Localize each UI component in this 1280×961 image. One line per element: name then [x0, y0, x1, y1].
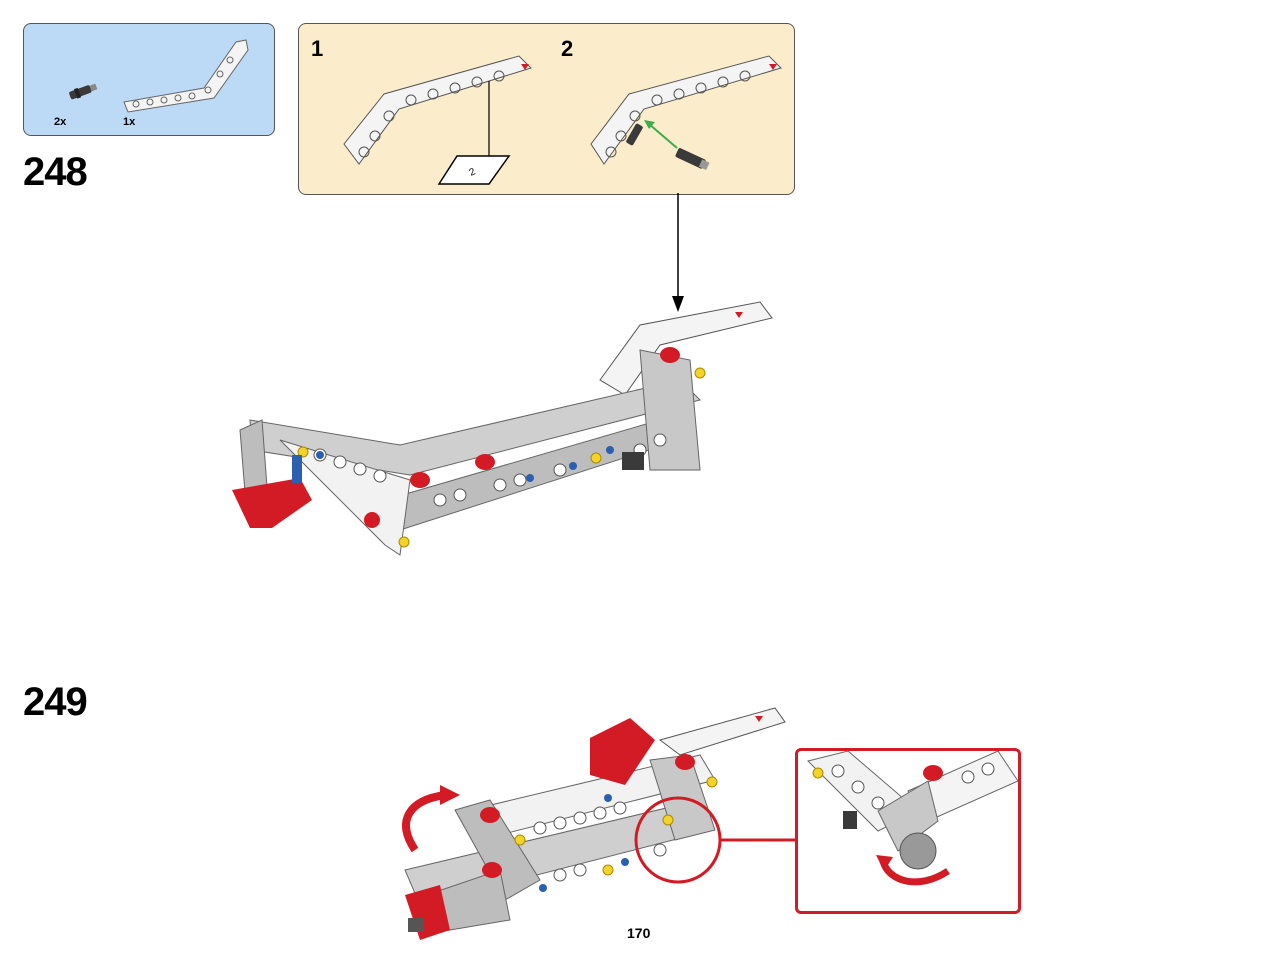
- subassembly-box: 1 2 2: [298, 23, 795, 195]
- bent-beam-icon: [123, 39, 249, 113]
- substep-number-2: 2: [561, 36, 574, 61]
- part-qty-bent-beam: 1x: [123, 116, 136, 128]
- parts-list-box: 2x 1x: [23, 23, 275, 136]
- svg-text:2: 2: [468, 166, 478, 179]
- substep-1-illustration: 2: [343, 55, 532, 185]
- axle-pin-icon: [69, 83, 98, 100]
- detail-callout: [795, 748, 1021, 914]
- step-number-249: 249: [23, 680, 88, 724]
- detail-callout-illustration: [807, 750, 1019, 886]
- part-qty-axle-pin: 2x: [54, 116, 67, 128]
- page-number: 170: [627, 925, 651, 941]
- substep-2-illustration: [590, 55, 782, 170]
- step-number-248: 248: [23, 150, 88, 194]
- substep-number-1: 1: [311, 36, 324, 61]
